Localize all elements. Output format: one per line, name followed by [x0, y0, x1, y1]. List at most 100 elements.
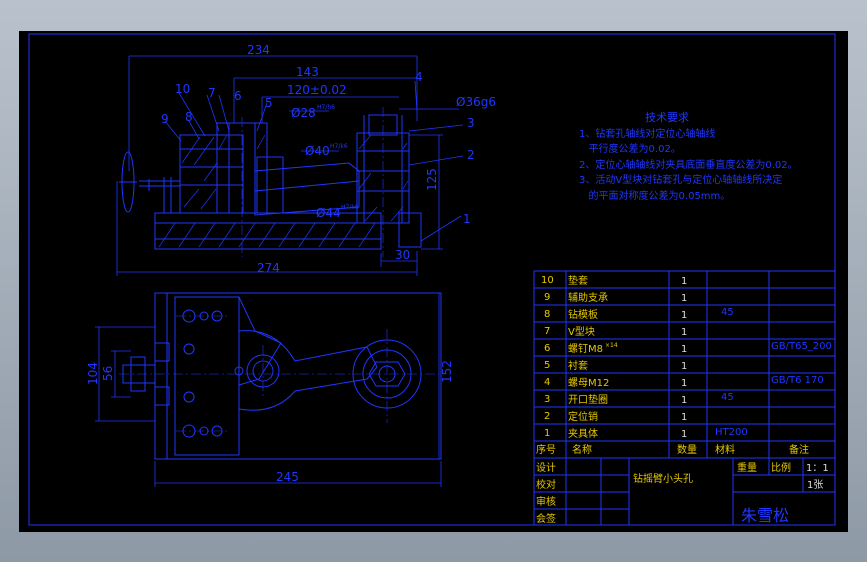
svg-text:45: 45 [721, 307, 734, 318]
svg-text:1: 1 [681, 378, 687, 389]
svg-text:螺母M12: 螺母M12 [568, 377, 609, 389]
drawing-svg: 234 143 120±0.02 Ø28 H7/h6 Ø40 H7/k6 Ø44… [28, 33, 836, 526]
dim-56: 56 [101, 366, 115, 381]
tech-line-4: 3、活动V型块对钻套孔与定位心轴轴线所决定 [579, 173, 782, 186]
svg-text:衬套: 衬套 [568, 359, 588, 372]
tb-design: 设计 [536, 461, 556, 474]
bom-row: 7 V型块 1 [544, 325, 687, 338]
svg-text:数量: 数量 [677, 443, 697, 456]
technical-requirements: 技术要求 1、钻套孔轴线对定位心轴轴线 平行度公差为0.02。 2、定位心轴轴线… [579, 111, 798, 202]
bom-row: 1 夹具体 1 HT200 [544, 427, 748, 440]
dim-125: 125 [425, 168, 439, 191]
svg-text:1: 1 [681, 429, 687, 440]
tb-sheet: 1张 [807, 479, 823, 491]
bom-row: 6 螺钉M8 ×14 1 GB/T65_200 [544, 341, 832, 355]
svg-text:10: 10 [541, 275, 554, 286]
svg-text:备注: 备注 [789, 443, 809, 456]
tech-line-2: 平行度公差为0.02。 [579, 142, 681, 155]
bom-row: 2 定位销 1 [544, 410, 687, 423]
bom-row: 9 辅助支承 1 [544, 291, 687, 304]
dim-phi44: Ø44 [316, 206, 341, 220]
tb-check: 校对 [536, 478, 556, 491]
bom-table-lines [533, 270, 836, 526]
dim-phi44-tol: H7/k6 [341, 204, 359, 211]
svg-text:4: 4 [544, 377, 550, 388]
bom-header: 序号 名称 数量 材料 备注 [536, 443, 809, 456]
svg-text:定位销: 定位销 [568, 410, 598, 423]
svg-text:1: 1 [544, 428, 550, 439]
front-view [119, 114, 422, 250]
balloon-1: 1 [463, 212, 471, 226]
svg-text:HT200: HT200 [715, 427, 748, 438]
svg-text:1: 1 [681, 293, 687, 304]
balloon-2: 2 [467, 148, 475, 162]
balloon-7: 7 [208, 86, 216, 100]
svg-text:1: 1 [681, 412, 687, 423]
bom-rows: 10 垫套 1 9 辅助支承 1 8 钻模板 1 45 7 V型块 1 6 螺钉… [536, 274, 832, 456]
tb-scale-value: 1：1 [806, 463, 829, 474]
svg-text:1: 1 [681, 395, 687, 406]
tb-drawing-name: 钻摇臂小头孔 [633, 472, 693, 485]
balloon-3: 3 [467, 116, 475, 130]
tb-scale: 比例 [771, 461, 791, 474]
front-view-centerlines [241, 107, 384, 257]
balloon-4: 4 [415, 70, 423, 84]
dim-143: 143 [296, 65, 319, 79]
svg-text:序号: 序号 [536, 443, 556, 456]
part-balloons: 1 2 3 4 5 6 7 8 9 10 [161, 70, 475, 226]
dim-245: 245 [276, 470, 299, 484]
svg-text:材料: 材料 [715, 443, 735, 456]
bom-row: 10 垫套 1 [541, 274, 687, 287]
bom-row: 4 螺母M12 1 GB/T6 170 [544, 375, 824, 389]
dim-274: 274 [257, 261, 280, 275]
top-view [122, 292, 442, 460]
svg-text:辅助支承: 辅助支承 [568, 291, 608, 304]
svg-text:1: 1 [681, 344, 687, 355]
dim-phi28: Ø28 [291, 106, 316, 120]
tech-line-1: 1、钻套孔轴线对定位心轴轴线 [579, 127, 715, 140]
tech-line-3: 2、定位心轴轴线对夹具底面垂直度公差为0.02。 [579, 158, 798, 171]
tb-review: 审核 [536, 495, 556, 508]
svg-text:8: 8 [544, 309, 550, 320]
balloon-10: 10 [175, 82, 190, 96]
dim-phi40: Ø40 [305, 144, 330, 158]
svg-text:GB/T65_200: GB/T65_200 [771, 341, 832, 352]
dim-phi28-tol: H7/h6 [317, 104, 335, 111]
svg-text:45: 45 [721, 392, 734, 403]
balloon-9: 9 [161, 112, 169, 126]
dim-152: 152 [440, 360, 454, 383]
dim-120: 120±0.02 [287, 83, 347, 97]
tb-approve: 会签 [536, 512, 556, 525]
svg-text:1: 1 [681, 310, 687, 321]
tech-line-5: 的平面对称度公差为0.05mm。 [579, 189, 730, 202]
front-view-hatching [158, 134, 409, 248]
svg-text:1: 1 [681, 276, 687, 287]
svg-text:6: 6 [544, 343, 550, 354]
front-view-dimension-lines [116, 55, 464, 276]
bom-row: 8 钻模板 1 45 [544, 307, 734, 321]
bom-row: 3 开口垫圈 1 45 [544, 392, 734, 406]
dim-234: 234 [247, 43, 270, 57]
balloon-8: 8 [185, 110, 193, 124]
tb-author: 朱雪松 [741, 506, 789, 525]
dimension-labels: 234 143 120±0.02 Ø28 H7/h6 Ø40 H7/k6 Ø44… [86, 43, 496, 484]
balloon-6: 6 [234, 89, 242, 103]
balloon-5: 5 [265, 96, 273, 110]
dim-phi40-tol: H7/k6 [330, 143, 348, 150]
svg-text:开口垫圈: 开口垫圈 [568, 393, 608, 406]
svg-text:螺钉M8: 螺钉M8 [568, 343, 603, 355]
svg-text:V型块: V型块 [568, 325, 595, 338]
svg-text:3: 3 [544, 394, 550, 405]
svg-text:垫套: 垫套 [568, 274, 588, 287]
tech-title: 技术要求 [645, 111, 689, 124]
cad-drawing-canvas[interactable]: 234 143 120±0.02 Ø28 H7/h6 Ø40 H7/k6 Ø44… [19, 31, 848, 532]
svg-text:钻模板: 钻模板 [568, 308, 598, 321]
svg-text:1: 1 [681, 361, 687, 372]
svg-text:9: 9 [544, 292, 550, 303]
bom-row: 5 衬套 1 [544, 359, 687, 372]
svg-text:7: 7 [544, 326, 550, 337]
title-block: 设计 校对 审核 会签 钻摇臂小头孔 重量 比例 1：1 1张 朱雪松 [536, 461, 829, 525]
svg-text:5: 5 [544, 360, 550, 371]
dim-104: 104 [86, 362, 100, 385]
svg-text:×14: ×14 [605, 342, 618, 349]
